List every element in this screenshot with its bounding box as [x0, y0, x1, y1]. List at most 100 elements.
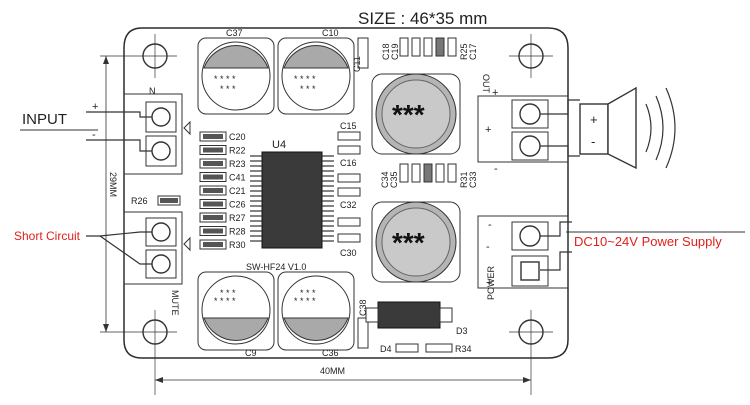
- svg-text:* * * *: * * * *: [294, 296, 316, 306]
- inductor-top: ***: [371, 73, 461, 155]
- label-d3: D3: [456, 326, 468, 336]
- smd-top-right: C18 C19 R25 C17: [381, 37, 478, 60]
- smd-part-body: [203, 174, 223, 180]
- inductor-bottom: ***: [371, 201, 461, 283]
- label-c11: C11: [352, 56, 362, 72]
- speaker-plus: +: [590, 112, 598, 127]
- smd-c11: C11: [352, 37, 369, 72]
- output-connector: OUT + + -: [477, 74, 569, 175]
- smd-part-body: [203, 147, 223, 153]
- hole-crosshairs: [100, 34, 553, 395]
- svg-text:* * *: * * *: [300, 84, 316, 94]
- smd-label: C20: [229, 132, 246, 142]
- label-d4: D4: [380, 344, 392, 354]
- smd-r26: R26: [131, 195, 181, 206]
- dc-supply-label: DC10~24V Power Supply: [574, 234, 722, 249]
- label-r31: R31: [459, 171, 469, 188]
- power-minus: -: [488, 219, 492, 231]
- label-r25: R25: [459, 43, 469, 60]
- smd-part-body: [203, 134, 223, 139]
- input-label: INPUT: [22, 111, 67, 128]
- smd-label: C26: [229, 200, 246, 210]
- out-minus: -: [494, 163, 498, 175]
- input-wiring: INPUT + -: [20, 101, 152, 152]
- chip-label: U4: [272, 139, 286, 151]
- power-wiring: DC10~24V Power Supply: [540, 221, 745, 271]
- input-minus: -: [92, 129, 96, 141]
- smd-label: R23: [229, 159, 246, 169]
- input-plus: +: [92, 101, 98, 113]
- power-connector: POWER - - +: [477, 215, 569, 300]
- diode-d3: D3: [365, 301, 468, 336]
- smd-label: R22: [229, 146, 246, 156]
- smd-label: R27: [229, 213, 246, 223]
- svg-text:* * * *: * * * *: [214, 74, 236, 84]
- cap-label: C10: [322, 28, 339, 38]
- cap-c10: * * * ** * * C10: [277, 28, 355, 115]
- power-minus-2: -: [486, 241, 490, 253]
- label-c17: C17: [468, 43, 478, 60]
- label-c35: C35: [389, 171, 399, 188]
- svg-text:* * * *: * * * *: [214, 296, 236, 306]
- cap-label: C9: [245, 348, 257, 358]
- svg-text:* * * *: * * * *: [294, 74, 316, 84]
- smd-label: R30: [229, 240, 246, 250]
- smd-label: C41: [229, 173, 246, 183]
- label-c15: C15: [340, 121, 357, 131]
- power-label: POWER: [486, 265, 496, 300]
- speaker-icon: + -: [540, 86, 676, 170]
- label-r26: R26: [131, 196, 148, 206]
- dim-width-label: 40MM: [320, 366, 345, 376]
- svg-text:N: N: [149, 86, 156, 96]
- smd-mid-right: C34 C35 R31 C33: [380, 163, 478, 188]
- smd-part-body: [203, 215, 223, 220]
- out-plus: +: [492, 87, 498, 99]
- label-c18: C18: [381, 43, 391, 60]
- smd-d4-r34: D4 R34: [380, 343, 472, 354]
- smd-part-body: [203, 188, 223, 193]
- label-c33: C33: [468, 171, 478, 188]
- board-label: SW-HF24 V1.0: [246, 262, 306, 272]
- label-r34: R34: [455, 344, 472, 354]
- cap-c9: * * * ** * * C9: [197, 271, 275, 358]
- speaker-minus: -: [591, 134, 595, 149]
- svg-text:* * *: * * *: [300, 288, 316, 298]
- cap-label: C37: [226, 28, 243, 38]
- smd-part-body: [203, 228, 223, 234]
- short-circuit-label: Short Circuit: [14, 229, 81, 243]
- smd-part-body: [203, 161, 223, 166]
- mute-connector: MUTE: [123, 211, 191, 316]
- cap-c36: * * * ** * * C36: [277, 271, 355, 358]
- dimension-height: 29MM: [103, 56, 118, 332]
- smd-right-chip: C15 C16 C32 C30: [337, 121, 361, 258]
- smd-c38: C38: [357, 299, 369, 349]
- cap-label: C36: [322, 348, 339, 358]
- size-title: SIZE : 46*35 mm: [358, 9, 487, 28]
- mute-label: MUTE: [170, 290, 180, 316]
- label-c34: C34: [380, 171, 390, 188]
- dimension-width: 40MM: [155, 366, 531, 383]
- svg-text:* * *: * * *: [220, 84, 236, 94]
- svg-text:* * *: * * *: [220, 288, 236, 298]
- label-c30: C30: [340, 248, 357, 258]
- smd-part-body: [203, 242, 223, 247]
- inductor-mark: ***: [392, 99, 425, 130]
- power-plus: +: [486, 277, 492, 289]
- out-label: OUT: [481, 74, 491, 94]
- dim-height-label: 29MM: [108, 172, 118, 197]
- cap-c37: * * * ** * * C37: [197, 28, 275, 115]
- label-c16: C16: [340, 158, 357, 168]
- inductor-mark: ***: [392, 227, 425, 258]
- chip-u4: U4 SW-HF24 V1.0: [246, 139, 334, 272]
- smd-label: R28: [229, 227, 246, 237]
- smd-part-body: [203, 201, 223, 207]
- label-c19: C19: [390, 43, 400, 60]
- out-plus-2: +: [485, 124, 491, 136]
- short-circuit-wiring: Short Circuit: [14, 229, 152, 265]
- label-c32: C32: [340, 200, 357, 210]
- label-c38: C38: [358, 299, 368, 316]
- smd-label: C21: [229, 186, 246, 196]
